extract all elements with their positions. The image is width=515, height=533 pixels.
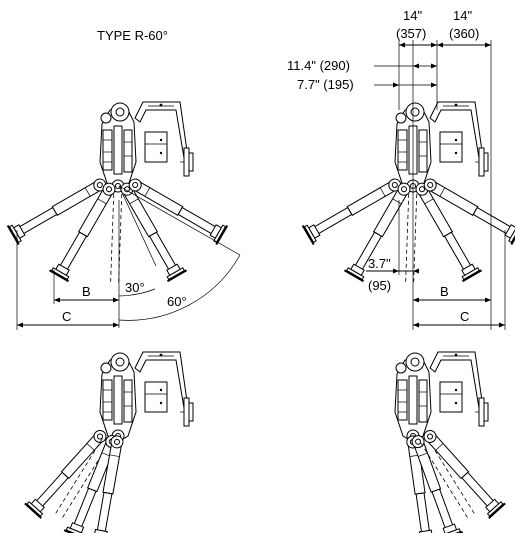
diagram-title: TYPE R-60° [97, 28, 168, 43]
offset-3-7-label: 3.7" [368, 256, 391, 271]
angle-30-label: 30° [125, 280, 145, 295]
width-14-a-label: 14" [403, 8, 422, 23]
angle-60-label: 60° [167, 294, 187, 309]
view-top-right: 14" (357) 14" (360) 11.4" (290) 7.7" (19… [287, 8, 515, 330]
offset-3-7-mm-label: (95) [368, 278, 391, 293]
dim-c-label: C [62, 309, 71, 324]
dim-b-right-label: B [440, 284, 449, 299]
dim-b-label: B [82, 284, 91, 299]
width-14-b-label: 14" [453, 8, 472, 23]
view-top-left: TYPE R-60° B C 30° 60° [6, 28, 241, 330]
dim-c-right-label: C [460, 309, 469, 324]
width-14-a-mm-label: (357) [396, 26, 426, 41]
offset-7-7-label: 7.7" (195) [297, 77, 354, 92]
width-14-b-mm-label: (360) [449, 26, 479, 41]
offset-11-4-label: 11.4" (290) [287, 58, 350, 73]
view-bottom-left [23, 351, 194, 533]
view-bottom-right [394, 351, 507, 533]
